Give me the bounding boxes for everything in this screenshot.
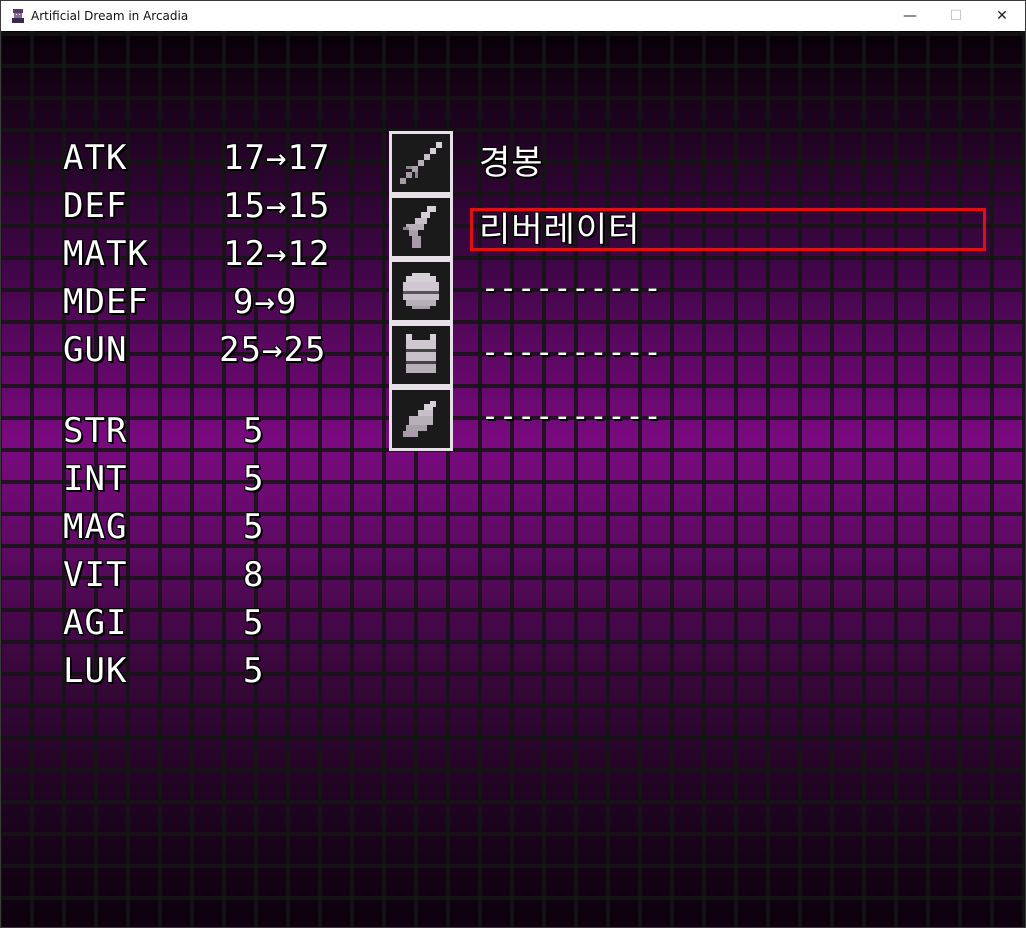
stat-label-mdef: MDEF: [63, 282, 149, 322]
stat-value-atk: 17→17: [223, 138, 331, 178]
equipment-slot-body[interactable]: [389, 323, 453, 387]
equipment-name-head[interactable]: ----------: [481, 271, 662, 306]
stat-label-matk: MATK: [63, 234, 149, 274]
stat-value-luk: 5: [243, 651, 265, 691]
stat-label-gun: GUN: [63, 330, 128, 370]
armor-icon: [406, 334, 436, 373]
equipment-slot-column: [389, 131, 453, 451]
stat-label-def: DEF: [63, 186, 128, 226]
stat-value-vit: 8: [243, 555, 265, 595]
stat-label-luk: LUK: [63, 651, 128, 691]
equipment-slot-gun[interactable]: [389, 195, 453, 259]
game-canvas: ATK 17→17 DEF 15→15 MATK 12→12 MDEF 9→9 …: [1, 31, 1025, 927]
selection-cursor: [470, 208, 986, 251]
accessory-icon: [403, 401, 436, 437]
equipment-name-weapon[interactable]: 경봉: [479, 143, 544, 183]
equipment-slot-weapon[interactable]: [389, 131, 453, 195]
stat-value-def: 15→15: [223, 186, 331, 226]
stat-label-str: STR: [63, 411, 128, 451]
stat-label-agi: AGI: [63, 603, 128, 643]
helmet-icon: [403, 273, 439, 309]
stat-value-agi: 5: [243, 603, 265, 643]
equipment-name-accessory[interactable]: ----------: [481, 399, 662, 434]
equipment-name-gun[interactable]: 리버레이터: [479, 210, 641, 250]
close-button[interactable]: ✕: [979, 1, 1025, 31]
sword-icon: [400, 142, 442, 184]
close-icon: ✕: [996, 8, 1008, 24]
stat-label-vit: VIT: [63, 555, 128, 595]
equipment-slot-accessory[interactable]: [389, 387, 453, 451]
minimize-button[interactable]: —: [887, 1, 933, 31]
stat-value-str: 5: [243, 411, 265, 451]
minimize-icon: —: [903, 8, 917, 24]
title-bar: Artificial Dream in Arcadia — ☐ ✕: [1, 1, 1025, 31]
stat-value-mag: 5: [243, 507, 265, 547]
stat-label-mag: MAG: [63, 507, 128, 547]
app-icon: [12, 9, 24, 23]
equipment-name-body[interactable]: ----------: [481, 335, 662, 370]
equipment-slot-head[interactable]: [389, 259, 453, 323]
stat-label-int: INT: [63, 459, 128, 499]
background-grid: [1, 31, 1025, 927]
window-title: Artificial Dream in Arcadia: [31, 9, 189, 23]
stat-value-gun: 25→25: [219, 330, 327, 370]
maximize-icon: ☐: [949, 8, 963, 24]
stat-value-matk: 12→12: [223, 234, 331, 274]
maximize-button[interactable]: ☐: [933, 1, 979, 31]
gun-icon: [403, 206, 436, 248]
stat-value-int: 5: [243, 459, 265, 499]
stat-value-mdef: 9→9: [233, 282, 298, 322]
stat-label-atk: ATK: [63, 138, 128, 178]
